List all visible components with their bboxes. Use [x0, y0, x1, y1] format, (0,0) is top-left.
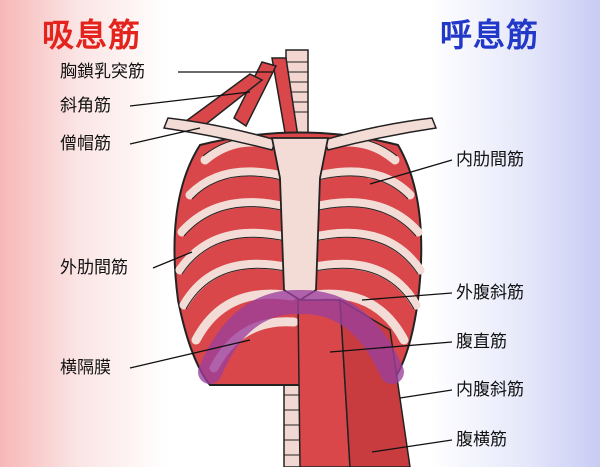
exhale-background: [430, 0, 600, 467]
label-rectus-abdominis: 腹直筋: [456, 332, 507, 352]
diaphragm: [198, 289, 404, 384]
label-scalene: 斜角筋: [60, 96, 111, 116]
leader-lines: [129, 71, 453, 453]
label-external-intercostal: 外肋間筋: [60, 258, 128, 278]
right-clavicle: [322, 117, 438, 151]
rib-outlines: [181, 137, 419, 310]
abdominal-obliques: [339, 298, 411, 467]
label-diaphragm: 横隔膜: [60, 358, 111, 378]
label-internal-intercostal: 内肋間筋: [456, 150, 524, 170]
label-sternocleidomastoid: 胸鎖乳突筋: [60, 62, 145, 82]
label-trapezius: 僧帽筋: [60, 134, 111, 154]
left-clavicle: [162, 117, 278, 151]
scalene-muscle: [233, 61, 278, 128]
inhale-muscles-heading: 吸息筋: [42, 16, 142, 54]
label-external-oblique: 外腹斜筋: [456, 283, 524, 303]
label-transversus-abdominis: 腹横筋: [456, 430, 507, 450]
inhale-background: [0, 0, 170, 467]
exhale-muscles-heading: 呼息筋: [440, 16, 540, 54]
label-internal-oblique: 内腹斜筋: [456, 380, 524, 400]
